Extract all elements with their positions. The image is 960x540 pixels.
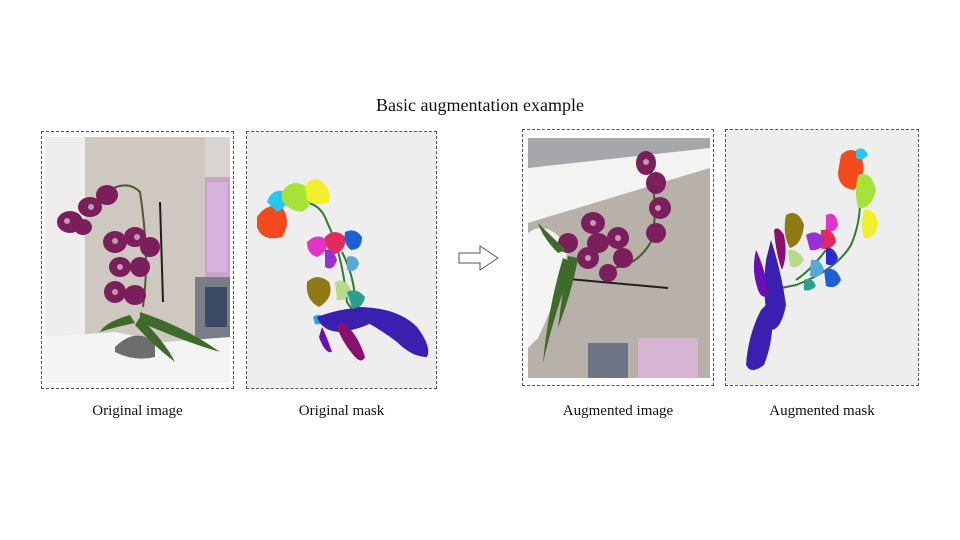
caption-original-image: Original image [92, 403, 183, 419]
augmented-mask-panel [725, 129, 919, 386]
augmented-image-panel [522, 129, 714, 386]
orchid-photo-rotated [528, 138, 710, 378]
segmentation-mask [247, 132, 436, 388]
right-arrow-icon [458, 245, 499, 271]
caption-augmented-image: Augmented image [562, 403, 674, 419]
caption-augmented-mask: Augmented mask [769, 403, 875, 419]
caption-original-mask: Original mask [298, 403, 385, 419]
segmentation-mask-rotated [726, 130, 918, 385]
orchid-photo [45, 137, 230, 383]
original-image-panel [41, 131, 234, 389]
original-mask-panel [246, 131, 437, 389]
figure-title: Basic augmentation example [376, 95, 584, 115]
